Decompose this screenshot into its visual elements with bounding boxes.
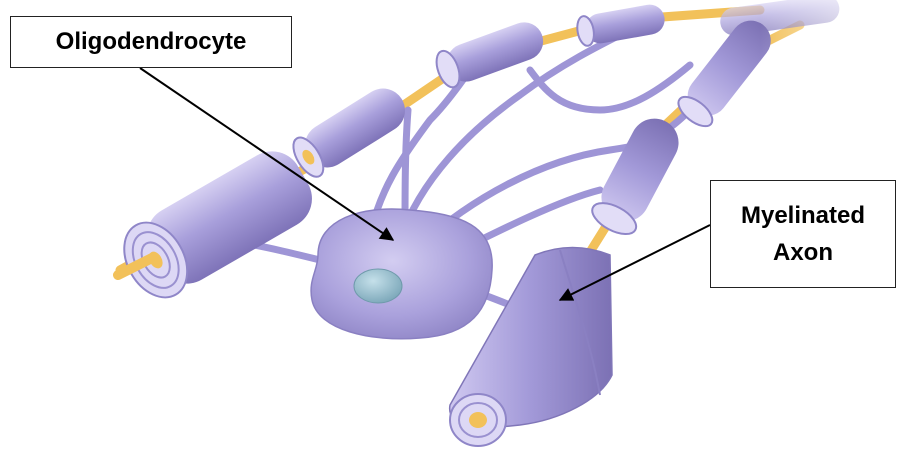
oligodendrocyte-cell-body [311, 209, 492, 339]
label-oligodendrocyte-text: Oligodendrocyte [56, 23, 247, 60]
label-myelinated-axon-line2: Axon [773, 234, 833, 271]
label-myelinated-axon-line1: Myelinated [741, 197, 865, 234]
myelin-sheath-left-large [111, 140, 322, 308]
nucleus [354, 269, 402, 303]
fade-overlay [760, 0, 900, 120]
label-myelinated-axon: Myelinated Axon [710, 180, 896, 288]
label-oligodendrocyte: Oligodendrocyte [10, 16, 292, 68]
